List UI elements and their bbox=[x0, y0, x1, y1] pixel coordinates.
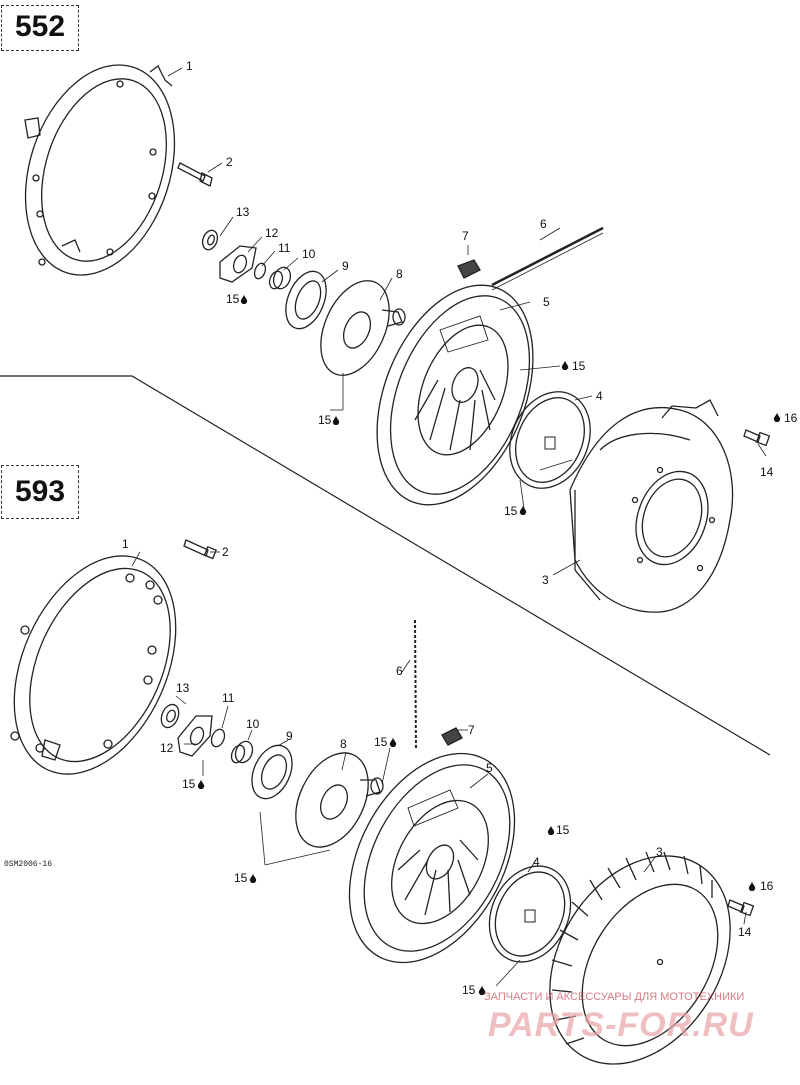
part-593-6-rope bbox=[414, 619, 417, 751]
drop-icon bbox=[773, 412, 781, 422]
drop-icon bbox=[519, 505, 527, 515]
callout-593-3: 3 bbox=[656, 845, 663, 859]
callout-593-6: 6 bbox=[396, 664, 403, 678]
callout-552-16: 16 bbox=[784, 411, 798, 425]
part-593-5-pulley bbox=[348, 752, 516, 964]
callout-552-8: 8 bbox=[396, 267, 403, 281]
callout-552-15d: 15 bbox=[504, 504, 518, 518]
callout-552-7: 7 bbox=[462, 229, 469, 243]
drop-icon bbox=[547, 825, 555, 835]
part-593-14-bolt bbox=[727, 899, 755, 917]
callout-552-15c: 15 bbox=[572, 359, 586, 373]
part-552-2-bolt bbox=[177, 162, 213, 187]
callout-552-13: 13 bbox=[236, 205, 250, 219]
part-552-11-ring bbox=[253, 262, 267, 280]
section-separator bbox=[0, 375, 771, 756]
callout-593-16: 16 bbox=[760, 879, 774, 893]
callout-593-4: 4 bbox=[533, 855, 540, 869]
assembly-593 bbox=[10, 539, 755, 1065]
watermark-logo: PARTS-FOR.RU bbox=[488, 1006, 754, 1044]
callout-593-8: 8 bbox=[340, 737, 347, 751]
part-552-7-handle bbox=[457, 259, 481, 279]
part-593-12-plate bbox=[177, 715, 213, 757]
callout-552-6: 6 bbox=[540, 217, 547, 231]
part-552-13-seal bbox=[201, 229, 219, 251]
part-552-12-plate bbox=[219, 245, 257, 283]
part-552-4-spring bbox=[509, 391, 591, 489]
drop-icon bbox=[240, 294, 248, 304]
callout-593-13: 13 bbox=[176, 681, 190, 695]
callout-552-5: 5 bbox=[543, 295, 550, 309]
drop-icon bbox=[389, 737, 397, 747]
model-box-593: 593 bbox=[1, 465, 79, 519]
part-593-7-handle bbox=[441, 727, 463, 746]
part-552-3-housing bbox=[569, 399, 734, 613]
callout-593-15b: 15 bbox=[182, 777, 196, 791]
part-593-11-ring bbox=[210, 728, 226, 748]
callout-552-2: 2 bbox=[226, 155, 233, 169]
drop-icon bbox=[561, 360, 569, 370]
part-552-9-bearing bbox=[285, 270, 327, 330]
part-593-2-bolt bbox=[183, 539, 217, 560]
part-593-4-spring bbox=[488, 865, 572, 963]
callout-593-15a: 15 bbox=[374, 735, 388, 749]
callout-593-12: 12 bbox=[160, 741, 174, 755]
part-593-13-seal bbox=[160, 703, 180, 729]
callout-593-2: 2 bbox=[222, 545, 229, 559]
callout-552-15b: 15 bbox=[318, 413, 332, 427]
part-593-3-housing bbox=[549, 851, 731, 1065]
callout-552-9: 9 bbox=[342, 259, 349, 273]
part-552-1-flange bbox=[24, 64, 176, 276]
part-552-8-lever bbox=[320, 280, 406, 376]
callout-552-11: 11 bbox=[278, 241, 291, 255]
callout-552-12: 12 bbox=[265, 226, 279, 240]
callout-593-15e: 15 bbox=[462, 983, 476, 997]
callout-552-1: 1 bbox=[186, 59, 193, 73]
part-593-9-bearing bbox=[251, 744, 293, 800]
model-box-552: 552 bbox=[1, 5, 79, 51]
callout-593-15c: 15 bbox=[556, 823, 570, 837]
callout-593-11: 11 bbox=[222, 691, 235, 705]
drawing-code: 0SM2006-16 bbox=[4, 860, 52, 869]
callout-593-7: 7 bbox=[468, 723, 475, 737]
part-552-6-rope bbox=[491, 226, 604, 287]
callout-552-14: 14 bbox=[760, 465, 774, 479]
drop-icon bbox=[197, 779, 205, 789]
drop-icon bbox=[249, 873, 257, 883]
callout-593-9: 9 bbox=[286, 729, 293, 743]
drop-icon bbox=[748, 881, 756, 891]
part-552-5-pulley bbox=[376, 284, 534, 506]
assembly-552 bbox=[24, 64, 771, 613]
part-593-8-lever bbox=[295, 752, 384, 848]
part-593-10-bushing bbox=[230, 740, 254, 764]
callout-593-14: 14 bbox=[738, 925, 752, 939]
part-552-10-bushing bbox=[268, 266, 292, 290]
callout-552-3: 3 bbox=[542, 573, 549, 587]
callout-552-15a: 15 bbox=[226, 292, 240, 306]
callout-593-5: 5 bbox=[486, 761, 493, 775]
callout-552-10: 10 bbox=[302, 247, 316, 261]
part-593-1-flange bbox=[10, 555, 177, 775]
callout-593-15d: 15 bbox=[234, 871, 248, 885]
callout-593-10: 10 bbox=[246, 717, 260, 731]
watermark-tagline: ЗАПЧАСТИ И АКСЕССУАРЫ ДЛЯ МОТОТЕХНИКИ bbox=[484, 991, 744, 1003]
drop-icon bbox=[332, 415, 340, 425]
part-552-14-bolt bbox=[743, 429, 771, 447]
callout-552-4: 4 bbox=[596, 389, 603, 403]
callout-593-1: 1 bbox=[122, 537, 129, 551]
